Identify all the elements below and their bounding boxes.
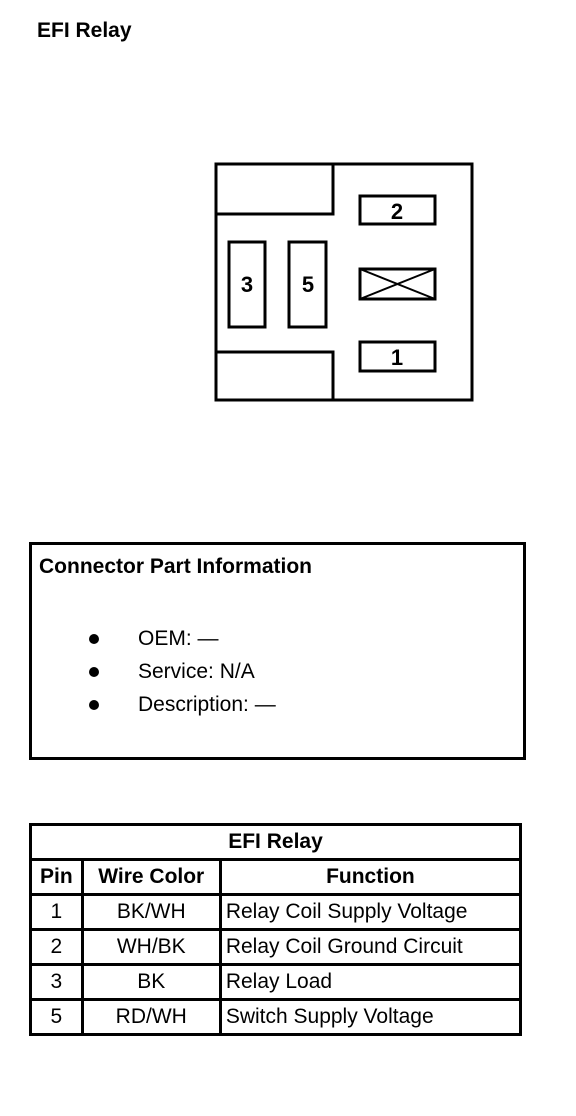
- table-row: 2 WH/BK Relay Coil Ground Circuit: [29, 928, 523, 966]
- header-function: Function: [218, 858, 523, 896]
- wire-color-cell: WH/BK: [80, 928, 222, 966]
- pin-cell: 2: [29, 928, 84, 966]
- connector-diagram: 2 3 5 1: [214, 162, 474, 402]
- pin-table: EFI Relay Pin Wire Color Function 1 BK/W…: [29, 823, 523, 1036]
- pin-2-terminal: [358, 194, 437, 226]
- bullet-icon: [89, 700, 99, 710]
- page-title: EFI Relay: [37, 19, 132, 42]
- pin-2-label: 2: [391, 199, 403, 224]
- pin-1-label: 1: [391, 345, 403, 370]
- table-caption-row: EFI Relay: [29, 823, 522, 861]
- wire-color-cell: BK/WH: [80, 893, 222, 931]
- table-caption: EFI Relay: [29, 823, 522, 861]
- housing-notch-bottom: [216, 350, 335, 400]
- part-info-description: Description: —: [138, 693, 276, 716]
- function-cell: Relay Coil Supply Voltage: [218, 893, 523, 931]
- part-info-service: Service: N/A: [138, 660, 255, 683]
- table-row: 5 RD/WH Switch Supply Voltage: [29, 998, 523, 1036]
- part-info-heading: Connector Part Information: [39, 555, 313, 578]
- table-row: 1 BK/WH Relay Coil Supply Voltage: [29, 893, 523, 931]
- wire-color-cell: BK: [80, 963, 222, 1001]
- bullet-icon: [89, 634, 99, 644]
- table-header-row: Pin Wire Color Function: [29, 858, 523, 896]
- function-cell: Switch Supply Voltage: [218, 998, 523, 1036]
- empty-cavity-cross-b: [359, 268, 436, 300]
- pin-3-label: 3: [241, 272, 253, 297]
- bullet-icon: [89, 667, 99, 677]
- wire-color-cell: RD/WH: [80, 998, 222, 1036]
- pin-cell: 3: [29, 963, 84, 1001]
- connector-part-info-box: Connector Part Information OEM: — Servic…: [29, 542, 526, 760]
- pin-3-terminal: [227, 240, 267, 329]
- header-wire-color: Wire Color: [80, 858, 222, 896]
- pin-5-terminal: [287, 240, 328, 329]
- pin-cell: 5: [29, 998, 84, 1036]
- function-cell: Relay Load: [218, 963, 523, 1001]
- header-pin: Pin: [29, 858, 84, 896]
- pin-cell: 1: [29, 893, 84, 931]
- housing-notch-top: [216, 164, 335, 216]
- pin-1-terminal: [358, 340, 437, 373]
- pin-5-label: 5: [302, 272, 314, 297]
- function-cell: Relay Coil Ground Circuit: [218, 928, 523, 966]
- table-row: 3 BK Relay Load: [29, 963, 523, 1001]
- part-info-oem: OEM: —: [138, 627, 219, 650]
